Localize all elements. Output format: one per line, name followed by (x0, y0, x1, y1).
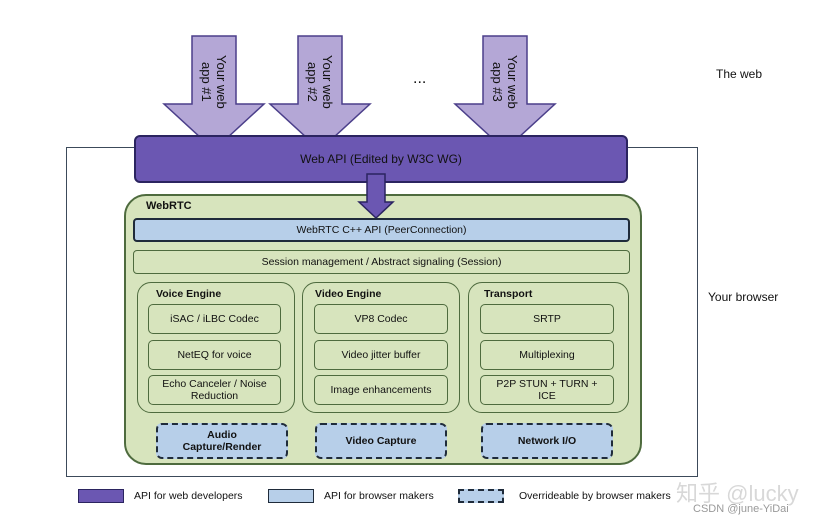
app-label-line2: app #1 (199, 62, 214, 102)
component-box: Echo Canceler / Noise Reduction (148, 375, 281, 405)
component-label: Image enhancements (330, 384, 432, 396)
legend-swatch-browser (268, 489, 314, 503)
component-box: VP8 Codec (314, 304, 448, 334)
network-io-box: Network I/O (481, 423, 613, 459)
app-arrow-1 (162, 35, 266, 152)
app-label-line2: app #2 (305, 62, 320, 102)
component-box: SRTP (480, 304, 614, 334)
component-label: VP8 Codec (354, 313, 408, 325)
app-label-line2: app #3 (490, 62, 505, 102)
component-box: iSAC / iLBC Codec (148, 304, 281, 334)
session-bar: Session management / Abstract signaling … (133, 250, 630, 274)
component-label: Video jitter buffer (341, 349, 421, 361)
component-box: Video jitter buffer (314, 340, 448, 370)
audio-capture-box: Audio Capture/Render (156, 423, 288, 459)
legend-browser: API for browser makers (324, 490, 434, 502)
app-arrow-3 (453, 35, 557, 152)
legend-swatch-web-dev (78, 489, 124, 503)
app-arrow-2 (268, 35, 372, 152)
webrtc-title: WebRTC (146, 200, 192, 212)
voice-engine-title: Voice Engine (156, 288, 222, 300)
component-label: NetEQ for voice (177, 349, 252, 361)
credit-text: CSDN @june-YiDai (693, 503, 789, 515)
video-capture-box: Video Capture (315, 423, 447, 459)
legend-web-dev: API for web developers (134, 490, 243, 502)
watermark: 知乎 @lucky (676, 481, 799, 506)
web-api-label: Web API (Edited by W3C WG) (300, 152, 462, 166)
app-label-line1: Your web (505, 55, 520, 109)
cpp-api-label: WebRTC C++ API (PeerConnection) (296, 224, 467, 236)
component-box: NetEQ for voice (148, 340, 281, 370)
component-label: Multiplexing (519, 349, 575, 361)
legend-swatch-overrideable (458, 489, 504, 503)
capture-label: Video Capture (345, 435, 417, 447)
capture-label: Network I/O (517, 435, 577, 447)
cpp-api-bar: WebRTC C++ API (PeerConnection) (133, 218, 630, 242)
component-label: iSAC / iLBC Codec (170, 313, 259, 325)
component-box: Image enhancements (314, 375, 448, 405)
component-label: Echo Canceler / Noise Reduction (162, 378, 267, 402)
the-web-label: The web (716, 67, 763, 81)
web-api-down-arrow (357, 173, 395, 220)
component-label: P2P STUN + TURN + ICE (496, 378, 598, 402)
component-box: P2P STUN + TURN + ICE (480, 375, 614, 405)
app-label-line1: Your web (214, 55, 229, 109)
component-label: SRTP (533, 313, 561, 325)
ellipsis: ... (413, 70, 427, 87)
app-label-line1: Your web (320, 55, 335, 109)
capture-label: Audio Capture/Render (182, 429, 262, 453)
component-box: Multiplexing (480, 340, 614, 370)
video-engine-title: Video Engine (315, 288, 382, 300)
transport-title: Transport (484, 288, 533, 300)
session-label: Session management / Abstract signaling … (261, 256, 502, 268)
legend-overrideable: Overrideable by browser makers (519, 490, 671, 502)
your-browser-label: Your browser (708, 290, 779, 304)
